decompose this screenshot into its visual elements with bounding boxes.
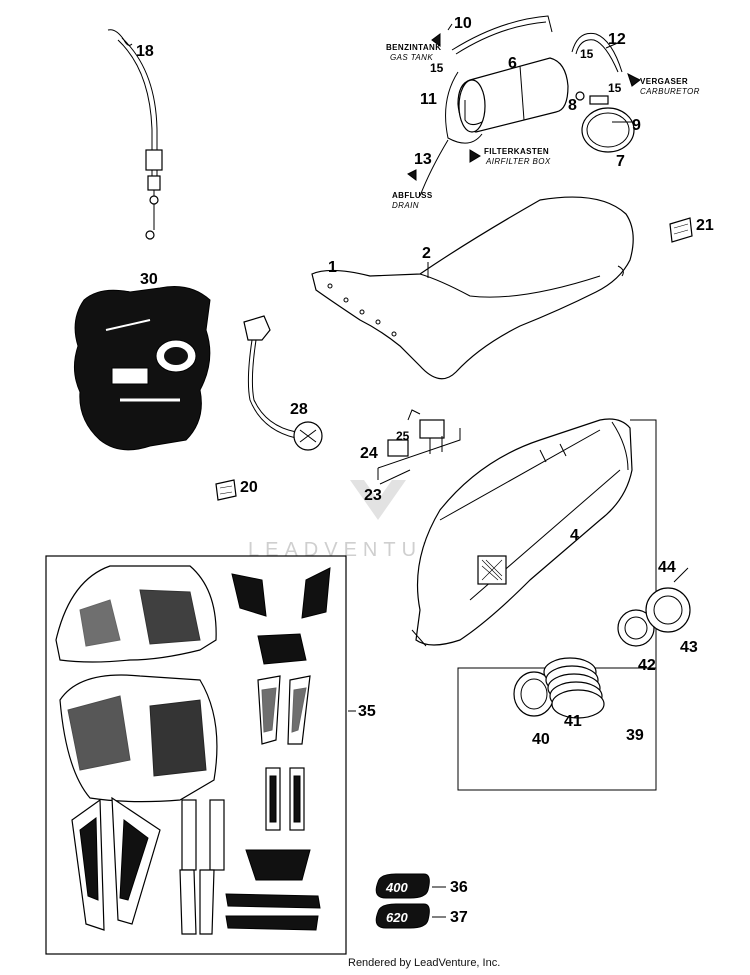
decal-kit-box[interactable] <box>45 555 347 955</box>
callout-9: 9 <box>632 117 641 134</box>
callout-37: 37 <box>450 909 468 926</box>
callout-28: 28 <box>290 401 308 418</box>
callout-12: 12 <box>608 31 626 48</box>
callout-10: 10 <box>454 15 472 32</box>
callout-6: 6 <box>508 55 517 72</box>
fuel-filter-assembly[interactable] <box>407 15 641 197</box>
callout-20: 20 <box>240 479 258 496</box>
callout-24: 24 <box>360 445 378 462</box>
filter-box-label-en: AIRFILTER BOX <box>485 157 551 166</box>
seat-part[interactable] <box>311 196 634 380</box>
callout-40: 40 <box>532 731 550 748</box>
badge-400-part[interactable]: 400 <box>375 873 430 899</box>
gas-tank-label-en: GAS TANK <box>390 53 433 62</box>
callout-30: 30 <box>140 271 158 288</box>
callout-8: 8 <box>568 97 577 114</box>
badge-620-text: 620 <box>386 910 408 925</box>
throttle-cable-part[interactable] <box>107 29 163 240</box>
carburetor-label-en: CARBURETOR <box>640 87 700 96</box>
callout-42: 42 <box>638 657 656 674</box>
gas-tank-label-de: BENZINTANK <box>386 43 441 52</box>
callout-21: 21 <box>696 217 714 234</box>
relay-bracket-part[interactable] <box>377 409 461 480</box>
drain-label-de: ABFLUSS <box>392 191 433 200</box>
callout-1: 1 <box>328 259 337 276</box>
credit-text: Rendered by LeadVenture, Inc. <box>348 957 500 969</box>
plate-21-part[interactable] <box>669 217 693 243</box>
muffler-leader-lines <box>457 419 657 791</box>
sensor-wiring-part[interactable] <box>243 315 323 451</box>
leader-lines <box>348 23 621 918</box>
callout-41: 41 <box>564 713 582 730</box>
callout-18: 18 <box>136 43 154 60</box>
callout-35: 35 <box>358 703 376 720</box>
callout-15c: 15 <box>608 81 622 95</box>
carburetor-part[interactable] <box>74 286 211 451</box>
callout-11: 11 <box>420 91 437 108</box>
muffler-packing-part[interactable] <box>513 567 691 719</box>
callout-4: 4 <box>570 527 579 544</box>
callout-13: 13 <box>414 151 432 168</box>
callout-44: 44 <box>658 559 676 576</box>
callout-23: 23 <box>364 487 382 504</box>
drain-label-en: DRAIN <box>392 201 419 210</box>
callout-7: 7 <box>616 153 625 170</box>
filter-box-label-de: FILTERKASTEN <box>484 147 549 156</box>
badge-400-text: 400 <box>385 880 408 895</box>
packing-coil <box>543 657 605 719</box>
callout-39: 39 <box>626 727 644 744</box>
callout-2: 2 <box>422 245 431 262</box>
callout-43: 43 <box>680 639 698 656</box>
badge-620-part[interactable]: 620 <box>375 903 430 929</box>
plate-20-part[interactable] <box>215 479 237 501</box>
muffler-part[interactable] <box>411 418 633 647</box>
carburetor-label-de: VERGASER <box>640 77 688 86</box>
callout-15a: 15 <box>580 47 594 61</box>
callouts: 18 10 6 12 15 15 15 11 8 9 7 13 21 2 1 3… <box>136 15 714 926</box>
callout-36: 36 <box>450 879 468 896</box>
callout-15b: 15 <box>430 61 444 75</box>
callout-25: 25 <box>396 429 410 443</box>
